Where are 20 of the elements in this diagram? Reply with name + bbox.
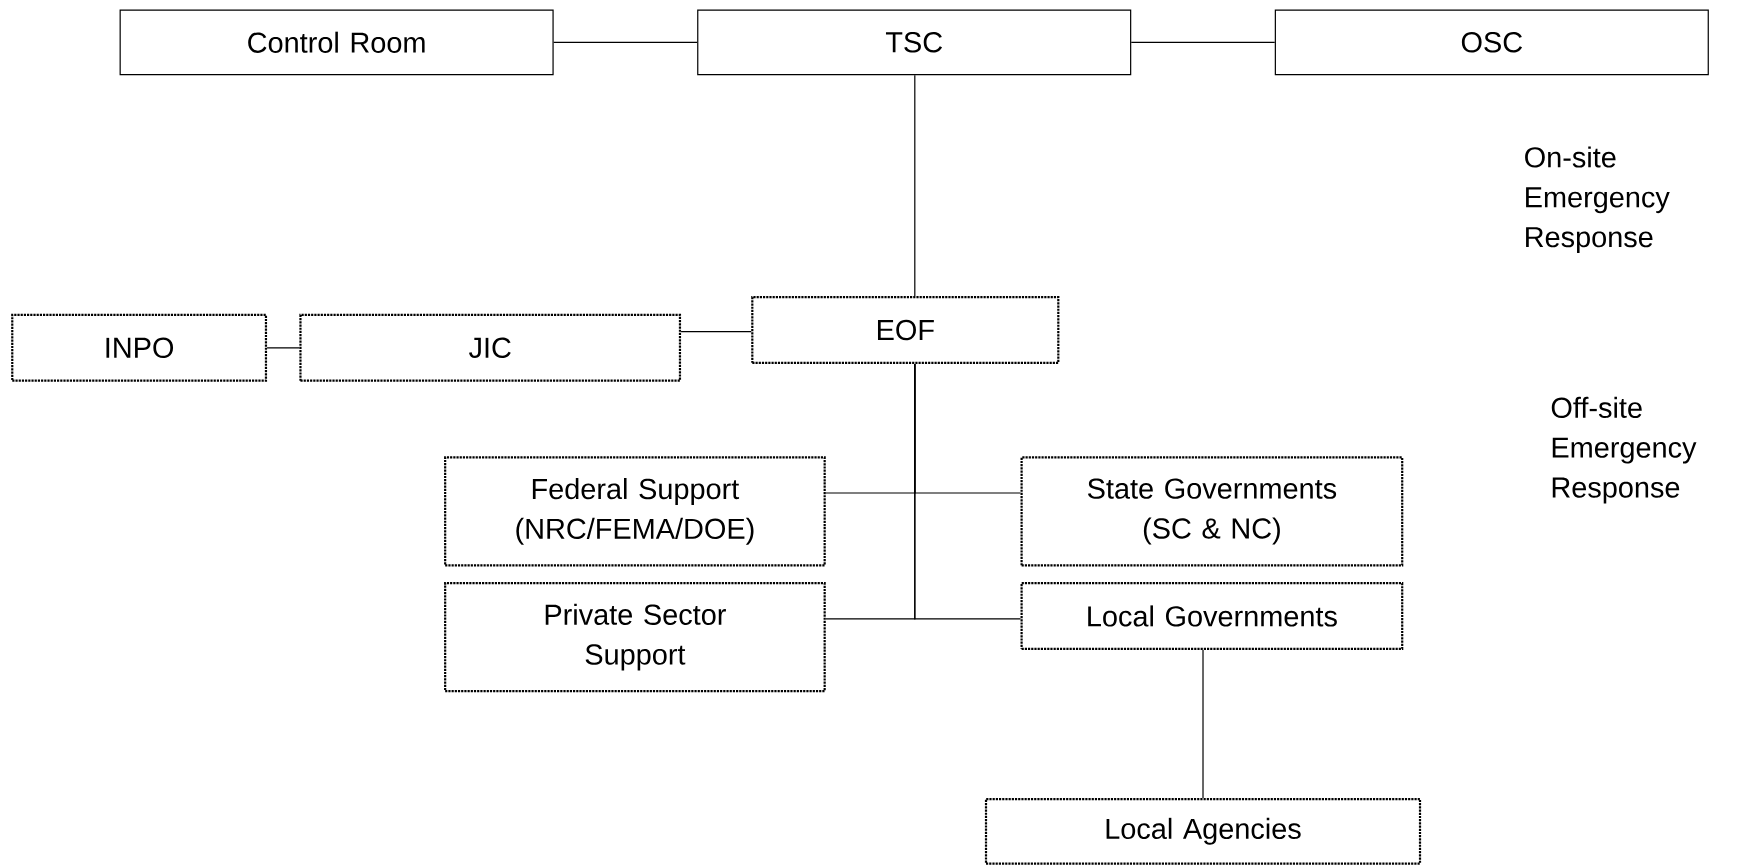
connector-line	[914, 363, 1022, 620]
side-label: Off-site Emergency Response	[1551, 396, 1697, 504]
dotted-box: Private Sector Support	[444, 582, 826, 693]
dotted-box: State Governments (SC & NC)	[1020, 456, 1404, 567]
box: Control Room	[119, 9, 554, 76]
dotted-box: Local Governments	[1020, 582, 1404, 650]
box: TSC	[697, 9, 1132, 76]
dotted-box: JIC	[299, 313, 682, 382]
connector-line	[914, 74, 916, 297]
connector-line	[680, 331, 752, 333]
connector-line	[266, 347, 300, 349]
dotted-box: Federal Support (NRC/FEMA/DOE)	[444, 456, 826, 567]
connector-line	[1130, 41, 1276, 43]
side-label: On-site Emergency Response	[1525, 146, 1670, 253]
dotted-box: INPO	[11, 313, 268, 382]
box: OSC	[1274, 9, 1709, 76]
connector-line	[1202, 649, 1204, 799]
dotted-box: Local Agencies	[984, 797, 1422, 865]
dotted-box: EOF	[751, 296, 1060, 364]
connector-line	[553, 41, 698, 43]
